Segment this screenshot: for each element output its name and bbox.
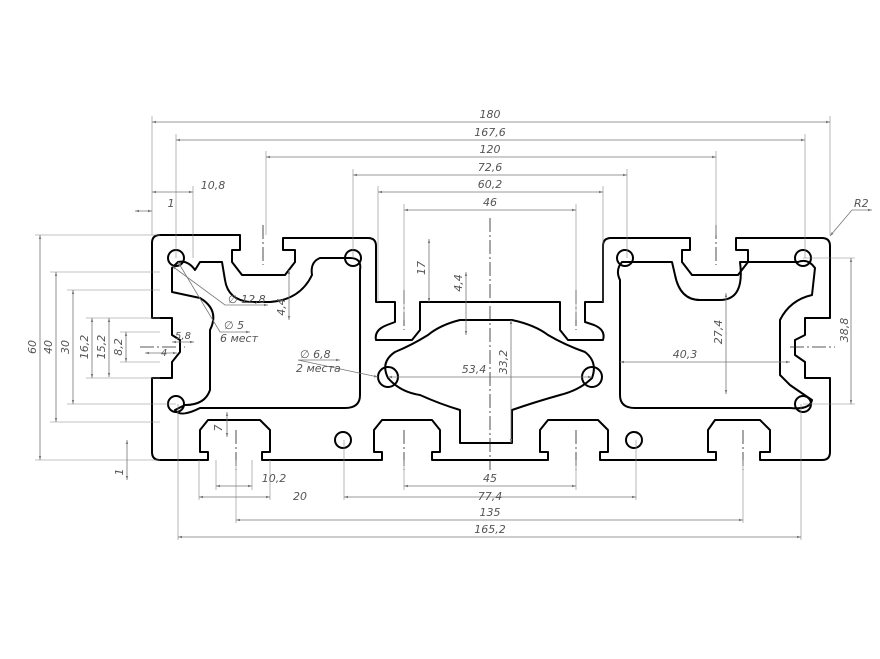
dim-167-6: 167,6 xyxy=(474,126,506,139)
dim-4: 4 xyxy=(161,348,167,359)
dim-40-3: 40,3 xyxy=(673,348,698,361)
callout-dia-6-8-count: 2 места xyxy=(296,362,341,375)
dim-4-4-left: 4,4 xyxy=(275,298,288,316)
dim-17: 17 xyxy=(415,261,428,275)
profile-outline xyxy=(151,234,831,461)
extension-lines xyxy=(35,116,855,540)
dimension-lines xyxy=(38,120,872,539)
callout-dia-6-8: ∅ 6,8 xyxy=(300,348,331,361)
dim-16-2: 16,2 xyxy=(78,335,91,360)
callout-dia-12-8: ∅ 12,8 xyxy=(228,293,266,306)
dim-10-2: 10,2 xyxy=(262,472,287,485)
dim-77-4: 77,4 xyxy=(478,490,503,503)
dim-60-2: 60,2 xyxy=(478,178,503,191)
dim-8-2: 8,2 xyxy=(112,338,125,356)
dim-38-8: 38,8 xyxy=(838,318,851,343)
dim-45: 45 xyxy=(483,472,497,485)
dim-30: 30 xyxy=(59,340,72,354)
dim-27-4: 27,4 xyxy=(712,320,725,345)
dim-1-bottom: 1 xyxy=(113,469,126,476)
dim-53-4: 53,4 xyxy=(462,363,487,376)
callout-dia-5-count: 6 мест xyxy=(220,332,259,345)
dim-7: 7 xyxy=(212,425,225,432)
dim-135: 135 xyxy=(480,506,501,519)
dim-4-4-middle: 4,4 xyxy=(452,274,465,292)
center-lines xyxy=(140,218,835,470)
dim-46: 46 xyxy=(483,196,497,209)
dim-33-2: 33,2 xyxy=(497,350,510,375)
dim-120: 120 xyxy=(480,143,501,156)
dim-20: 20 xyxy=(293,490,307,503)
dim-5-8: 5,8 xyxy=(175,331,191,342)
dim-1-top: 1 xyxy=(168,197,175,210)
dim-40: 40 xyxy=(42,340,55,354)
dim-180: 180 xyxy=(480,108,501,121)
callout-dia-5: ∅ 5 xyxy=(224,319,244,332)
dim-10-8: 10,8 xyxy=(201,179,226,192)
dim-60: 60 xyxy=(26,340,39,354)
dim-165-2: 165,2 xyxy=(474,523,506,536)
callout-radius: R2 xyxy=(854,197,869,210)
dim-15-2: 15,2 xyxy=(95,335,108,360)
dimension-labels: 180 167,6 120 72,6 60,2 46 10,8 1 53,4 4… xyxy=(26,108,869,536)
dim-72-6: 72,6 xyxy=(478,161,503,174)
